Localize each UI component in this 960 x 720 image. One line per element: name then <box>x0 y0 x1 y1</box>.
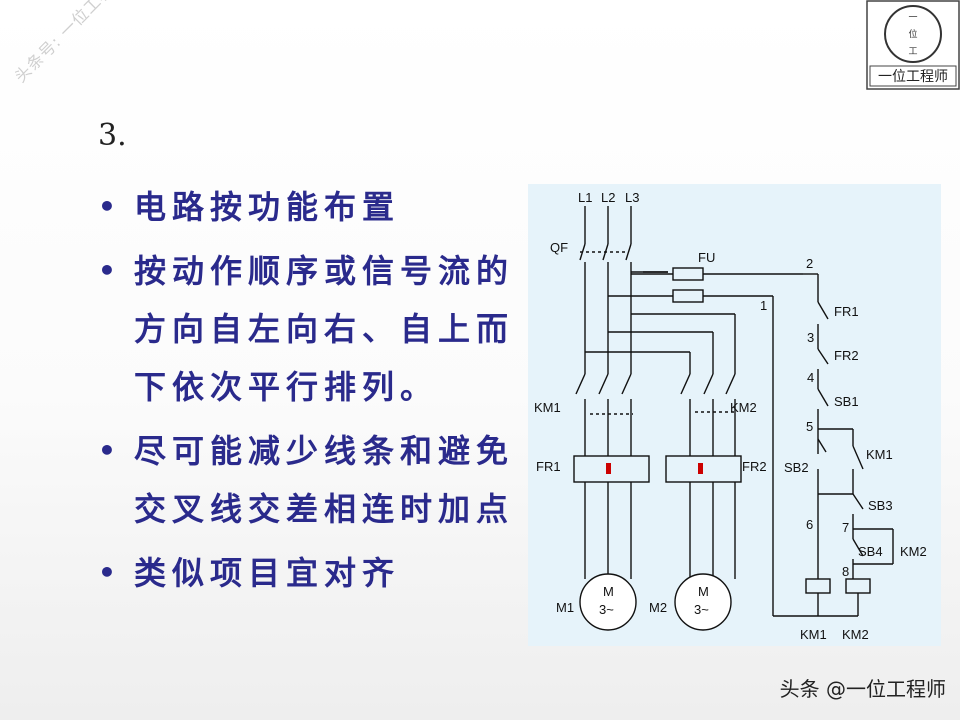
diagram-label-fr2-heater: FR2 <box>742 459 767 474</box>
diagram-label-fr1-heater: FR1 <box>536 459 561 474</box>
diagram-label-fr1-contact: FR1 <box>834 304 859 319</box>
diagram-label-motor2-m: M <box>698 584 709 599</box>
circuit-diagram: L1 L2 L3 QF FU 2 1 FR1 3 FR2 4 SB1 5 KM1… <box>528 184 941 646</box>
bullet-item: • 类似项目宜对齐 <box>98 544 518 602</box>
diagram-label-sb3: SB3 <box>868 498 893 513</box>
bullet-text: 按动作顺序或信号流的方向自左向右、自上而下依次平行排列。 <box>134 252 515 406</box>
bullet-item: • 电路按功能布置 <box>98 178 518 236</box>
diagram-label-km2-aux: KM2 <box>900 544 927 559</box>
diagram-label-sb2: SB2 <box>784 460 809 475</box>
diagram-label-n7: 7 <box>842 520 849 535</box>
diagram-label-qf: QF <box>550 240 568 255</box>
diagram-label-l2: L2 <box>601 190 615 205</box>
diagram-label-fu: FU <box>698 250 715 265</box>
logo-glyph-1: 一 <box>908 12 917 22</box>
diagram-label-km1-coil: KM1 <box>800 627 827 642</box>
logo-glyph-3: 工 <box>908 46 917 56</box>
diagram-label-km2-main: KM2 <box>730 400 757 415</box>
logo: 一 位 工 一位工程师 <box>866 0 960 90</box>
diagram-label-n8: 8 <box>842 564 849 579</box>
diagram-label-km1-main: KM1 <box>534 400 561 415</box>
diagram-label-m1: M1 <box>556 600 574 615</box>
bullet-glyph: • <box>98 190 122 223</box>
diagram-label-m2: M2 <box>649 600 667 615</box>
diagram-label-n6: 6 <box>806 517 813 532</box>
bullet-glyph: • <box>98 434 122 467</box>
diagram-label-fr2-contact: FR2 <box>834 348 859 363</box>
footer-watermark: 头条 @一位工程师 <box>779 677 946 701</box>
diagram-label-n4: 4 <box>807 370 814 385</box>
diagram-label-sb4: SB4 <box>858 544 883 559</box>
bullet-text: 类似项目宜对齐 <box>134 554 401 592</box>
diagram-label-n5: 5 <box>806 419 813 434</box>
diagram-label-motor2-rating: 3~ <box>694 602 709 617</box>
bullet-item: • 按动作顺序或信号流的方向自左向右、自上而下依次平行排列。 <box>98 242 518 416</box>
slide-number: 3. <box>98 118 127 153</box>
diagram-label-motor1-rating: 3~ <box>599 602 614 617</box>
diagram-label-n3: 3 <box>807 330 814 345</box>
diagram-label-n1: 1 <box>760 298 767 313</box>
diagram-label-km2-coil: KM2 <box>842 627 869 642</box>
watermark: 头条号: 一位工程师 <box>10 0 130 87</box>
logo-glyph-2: 位 <box>908 28 917 39</box>
diagram-label-km1-aux: KM1 <box>866 447 893 462</box>
bullet-item: • 尽可能减少线条和避免交叉线交差相连时加点 <box>98 422 518 538</box>
diagram-label-motor1-m: M <box>603 584 614 599</box>
diagram-label-sb1: SB1 <box>834 394 859 409</box>
diagram-label-l3: L3 <box>625 190 639 205</box>
bullet-glyph: • <box>98 556 122 589</box>
logo-caption: 一位工程师 <box>878 68 948 84</box>
bullet-list: • 电路按功能布置 • 按动作顺序或信号流的方向自左向右、自上而下依次平行排列。… <box>98 178 518 608</box>
diagram-label-l1: L1 <box>578 190 592 205</box>
diagram-label-n2: 2 <box>806 256 813 271</box>
bullet-text: 电路按功能布置 <box>134 188 401 226</box>
bullet-text: 尽可能减少线条和避免交叉线交差相连时加点 <box>134 432 515 528</box>
bullet-glyph: • <box>98 254 122 287</box>
